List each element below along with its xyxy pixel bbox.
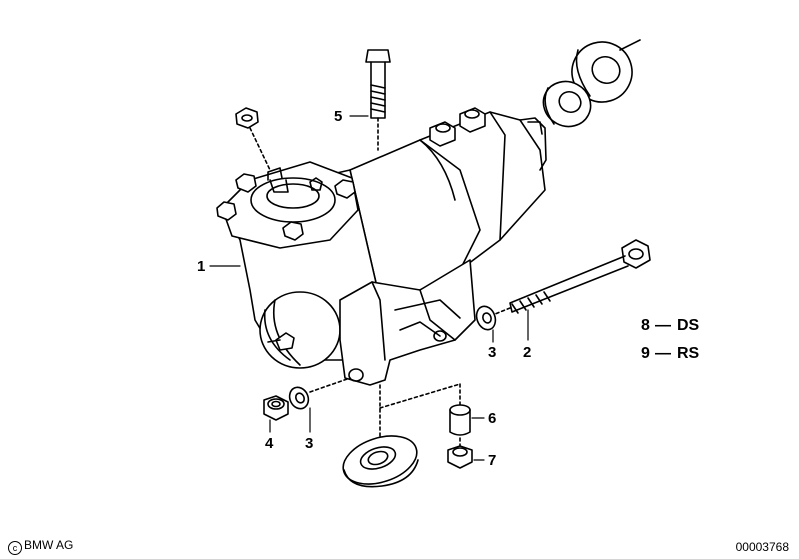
- legend-9-number: 9: [641, 345, 650, 362]
- nut-part-7: [447, 445, 473, 469]
- callout-6: 6: [488, 410, 496, 427]
- legend-9-code: RS: [677, 345, 700, 362]
- seal-ring-large-top: [571, 39, 641, 103]
- leader-lines: [209, 115, 529, 461]
- diagram-id: 00003768: [735, 540, 789, 554]
- alignment-lines-lower: [379, 383, 461, 441]
- legend-8-number: 8: [641, 317, 650, 334]
- bushing-part-6: [449, 404, 471, 447]
- callout-1: 1: [197, 258, 205, 275]
- washer-part-3-left: [288, 377, 351, 410]
- long-bolt-part-2: [489, 239, 651, 317]
- callout-2: 2: [523, 344, 531, 361]
- seal-ring-small-top: [542, 80, 592, 128]
- copyright-icon: c: [8, 541, 22, 555]
- callout-3-right: 3: [488, 344, 496, 361]
- legend-8-code: DS: [677, 317, 700, 334]
- washer-part-3-right: [475, 305, 497, 331]
- legend-9-dash: —: [655, 345, 671, 362]
- nut-part-4: [263, 395, 289, 421]
- bolt-part-5: [365, 49, 391, 151]
- callout-3-left: 3: [305, 435, 313, 452]
- callout-7: 7: [488, 452, 496, 469]
- steering-gear-housing-part-1: [216, 107, 547, 386]
- seal-ring-lower: [342, 435, 419, 488]
- callout-5: 5: [334, 108, 342, 125]
- nut-top-left: [235, 107, 271, 171]
- legend-8-dash: —: [655, 317, 671, 334]
- callout-4: 4: [265, 435, 274, 452]
- copyright-text: BMW AG: [24, 538, 74, 552]
- legend: 8 — DS 9 — RS: [641, 317, 700, 362]
